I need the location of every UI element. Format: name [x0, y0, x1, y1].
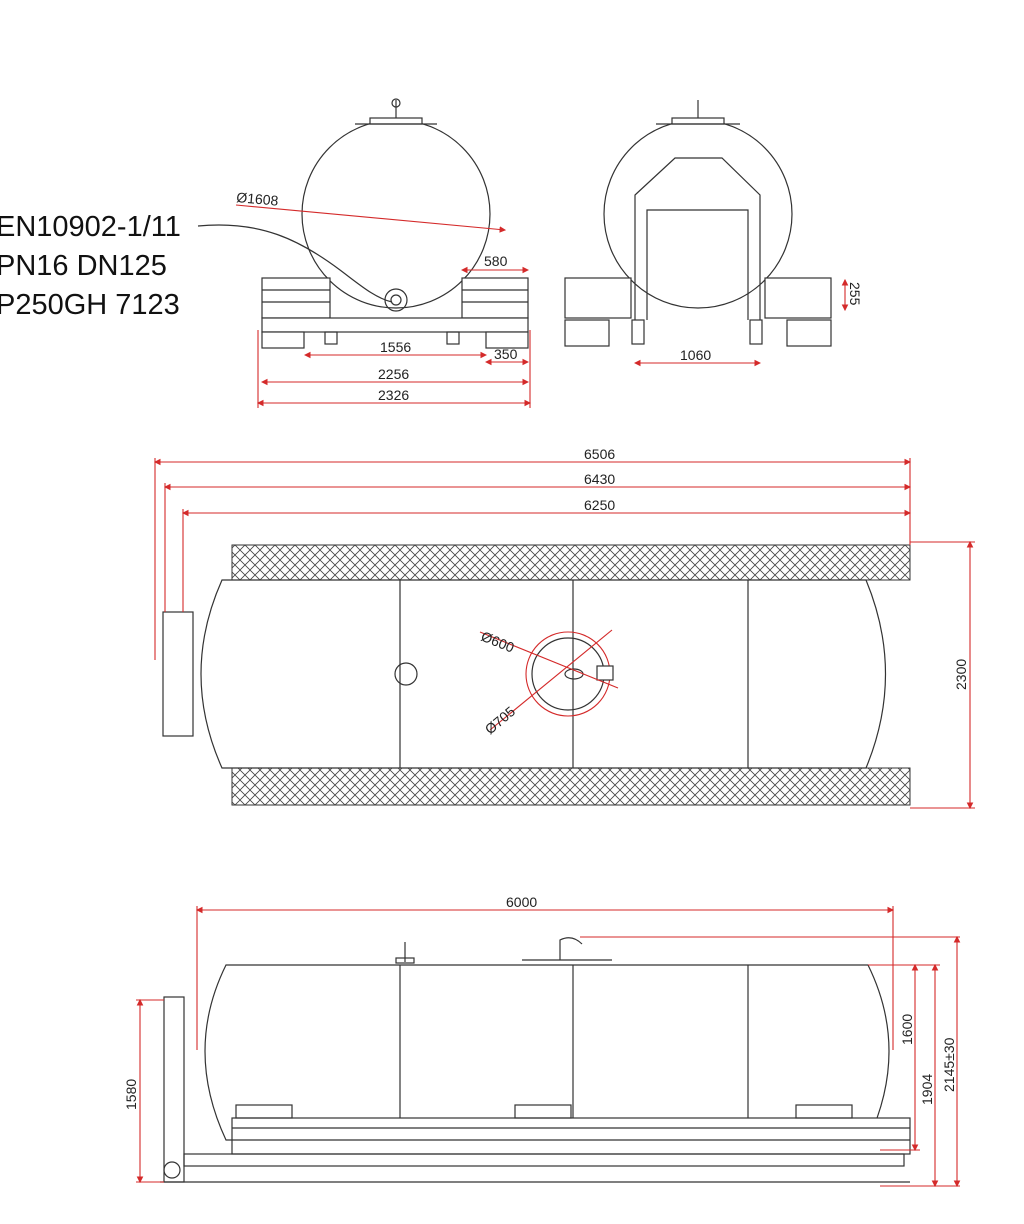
- platform-right: [461, 277, 529, 319]
- mesh-platform-bottom: [231, 767, 911, 806]
- wheel-left: [261, 331, 305, 349]
- dim-1580: 1580: [123, 1079, 139, 1110]
- annotation-line-2: PN16 DN125: [0, 250, 167, 282]
- tank-circle-end: [603, 119, 793, 309]
- leader-line: [197, 224, 393, 303]
- side-platform: [231, 1117, 911, 1155]
- dim-1556: 1556: [380, 339, 411, 355]
- dim-350: 350: [494, 346, 518, 362]
- dim-1600: 1600: [899, 1014, 915, 1045]
- plan-view: Ø600 Ø705 6506 6430 6250 2300: [153, 446, 975, 810]
- dim-diameter: Ø1608: [236, 189, 279, 209]
- base-frame: [261, 317, 529, 333]
- dim-580: 580: [484, 253, 508, 269]
- end-frame: [634, 157, 761, 320]
- nozzle: [394, 662, 418, 686]
- dim-6000: 6000: [506, 894, 537, 910]
- manhole-top: [355, 98, 437, 125]
- wheel-right: [485, 331, 529, 349]
- dim-2145: 2145±30: [941, 1037, 957, 1092]
- outlet-flange: [384, 288, 408, 312]
- dim-2300: 2300: [953, 659, 969, 690]
- tank-body-plan: [200, 579, 887, 769]
- platform-left: [261, 277, 331, 319]
- front-view: Ø1608 580 1556 350 2256 2326: [236, 98, 532, 408]
- material-annotation: EN10902-1/11 PN16 DN125 P250GH 7123: [0, 211, 393, 321]
- dim-6430: 6430: [584, 471, 615, 487]
- dim-1060: 1060: [680, 347, 711, 363]
- dim-255: 255: [847, 282, 863, 306]
- dim-6250: 6250: [584, 497, 615, 513]
- dim-1904: 1904: [919, 1074, 935, 1105]
- dim-2256: 2256: [378, 366, 409, 382]
- annotation-line-3: P250GH 7123: [0, 289, 180, 321]
- end-frame-plan: [162, 611, 194, 737]
- annotation-line-1: EN10902-1/11: [0, 211, 181, 243]
- end-view: 1060 255: [564, 100, 863, 367]
- dim-6506: 6506: [584, 446, 615, 462]
- tank-body-side: [204, 964, 890, 1141]
- side-view: 6000 1580 1600 1904 2145±30: [123, 894, 961, 1188]
- end-leg: [163, 996, 185, 1183]
- mesh-platform-top: [231, 544, 911, 581]
- dim-2326: 2326: [378, 387, 409, 403]
